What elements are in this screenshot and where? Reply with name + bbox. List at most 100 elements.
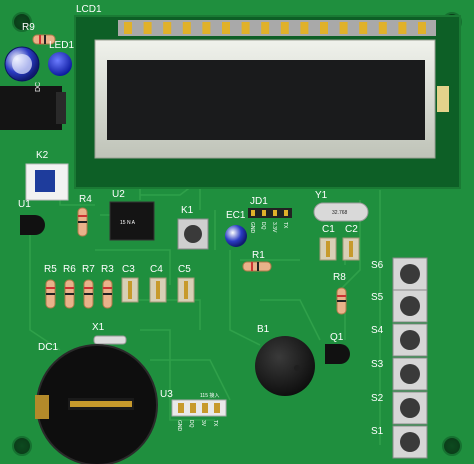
jd1-pin-gnd: GND	[249, 222, 255, 234]
k1-label: K1	[181, 205, 194, 216]
u3-note: 115 接入	[200, 392, 219, 399]
mounting-hole	[442, 436, 462, 456]
led1: LED1	[48, 40, 74, 76]
dc-jack: DC	[0, 82, 66, 130]
resistor-r7: R7	[82, 264, 95, 309]
lcd-header-pin	[143, 22, 152, 34]
transistor-q1: Q1	[325, 332, 350, 364]
button-k1: K1	[177, 205, 209, 250]
resistor-r6: R6	[63, 264, 76, 309]
lcd-screen	[107, 60, 425, 140]
s2-label: S2	[371, 393, 384, 404]
c2-label: C2	[345, 224, 358, 235]
u3-pin-gnd: GND	[176, 420, 182, 432]
c4-label: C4	[150, 264, 163, 275]
buzzer-b1: B1	[255, 324, 315, 396]
lcd-header-pin	[202, 22, 211, 34]
r5-label: R5	[44, 264, 57, 275]
electrolytic-capacitor	[4, 46, 40, 82]
q1-label: Q1	[330, 332, 344, 343]
s6-label: S6	[371, 260, 384, 271]
switch-s6: S6	[371, 257, 428, 291]
u3-pin-tx: TX	[212, 420, 218, 427]
jd1-pin-3v3: 3.3V	[271, 222, 277, 233]
lcd-header-pin	[124, 22, 132, 34]
dc1-label: DC1	[38, 342, 58, 353]
resistor-r9: R9	[22, 22, 56, 45]
r1-label: R1	[252, 250, 265, 261]
c3-label: C3	[122, 264, 135, 275]
dc-label: DC	[35, 82, 42, 92]
resistor-r1: R1	[242, 250, 272, 272]
u3-pin-3v: 3V	[200, 420, 206, 427]
lcd-header-pin	[418, 22, 426, 34]
lcd-header-pin	[222, 22, 230, 34]
capacitor-c4: C4	[149, 264, 167, 303]
lcd-header-pin	[398, 22, 407, 34]
lcd-label: LCD1	[76, 4, 102, 15]
ec1-label: EC1	[226, 210, 246, 221]
capacitor-ec1: EC1	[225, 210, 247, 247]
s5-label: S5	[371, 292, 384, 303]
lcd-header-pins	[118, 20, 436, 36]
capacitor-c2: C2	[342, 224, 360, 261]
lcd-header-pin	[280, 22, 289, 34]
u3-label: U3	[160, 389, 173, 400]
switch-s4: S4	[371, 323, 428, 357]
lcd-header-pin	[300, 22, 309, 34]
u1-label: U1	[18, 199, 31, 210]
lcd-header-pin	[163, 22, 172, 34]
resistor-r4: R4	[77, 194, 92, 237]
u3-pin-dq: DQ	[188, 420, 194, 428]
jd1-pin-tx: TX	[282, 222, 288, 229]
s3-label: S3	[371, 359, 384, 370]
switch-s2: S2	[371, 391, 428, 425]
r3-label: R3	[101, 264, 114, 275]
mounting-hole	[12, 12, 32, 32]
switch-s5: S5	[371, 289, 428, 323]
capacitor-c3: C3	[121, 264, 139, 303]
lcd-header-pin	[241, 22, 250, 34]
led1-label: LED1	[49, 40, 74, 51]
u2-chip-text: 15 N A	[120, 220, 136, 226]
r8-label: R8	[333, 272, 346, 283]
resistor-r8: R8	[333, 272, 347, 315]
resistor-r5: R5	[44, 264, 57, 309]
lcd-header-pin	[320, 22, 328, 34]
crystal-y1: Y1 32.768	[313, 190, 369, 222]
switch-s3: S3	[371, 357, 428, 391]
jd1-pin-dq: DQ	[260, 222, 266, 230]
lcd-header-pin	[359, 22, 368, 34]
r7-label: R7	[82, 264, 95, 275]
s1-label: S1	[371, 426, 384, 437]
y1-chip-text: 32.768	[332, 210, 348, 216]
r9-label: R9	[22, 22, 35, 33]
c1-label: C1	[322, 224, 335, 235]
s4-label: S4	[371, 325, 384, 336]
x1-label: X1	[92, 322, 105, 333]
lcd-header-pin	[339, 22, 348, 34]
switch-k2: K2	[25, 150, 69, 201]
resistor-r3: R3	[101, 264, 114, 309]
lcd-backlight-tab	[437, 86, 449, 112]
mounting-hole	[12, 436, 32, 456]
u2-label: U2	[112, 189, 125, 200]
ic-u2: U2 15 N A	[109, 189, 155, 241]
r6-label: R6	[63, 264, 76, 275]
capacitor-c1: C1	[319, 224, 337, 261]
r4-label: R4	[79, 194, 92, 205]
switch-s1: S1	[371, 425, 428, 459]
header-u3: U3 115 接入 GND DQ 3V TX	[160, 389, 227, 432]
u1-sensor: U1	[18, 199, 45, 235]
y1-label: Y1	[315, 190, 328, 201]
c5-label: C5	[178, 264, 191, 275]
battery-dc1: DC1	[35, 342, 158, 464]
lcd-header-pin	[261, 22, 270, 34]
header-jd1: JD1 GND DQ 3.3V TX	[248, 196, 292, 234]
lcd-header-pin	[378, 22, 387, 34]
b1-label: B1	[257, 324, 270, 335]
capacitor-c5: C5	[177, 264, 195, 303]
k2-label: K2	[36, 150, 49, 161]
crystal-x1: X1	[92, 322, 127, 345]
